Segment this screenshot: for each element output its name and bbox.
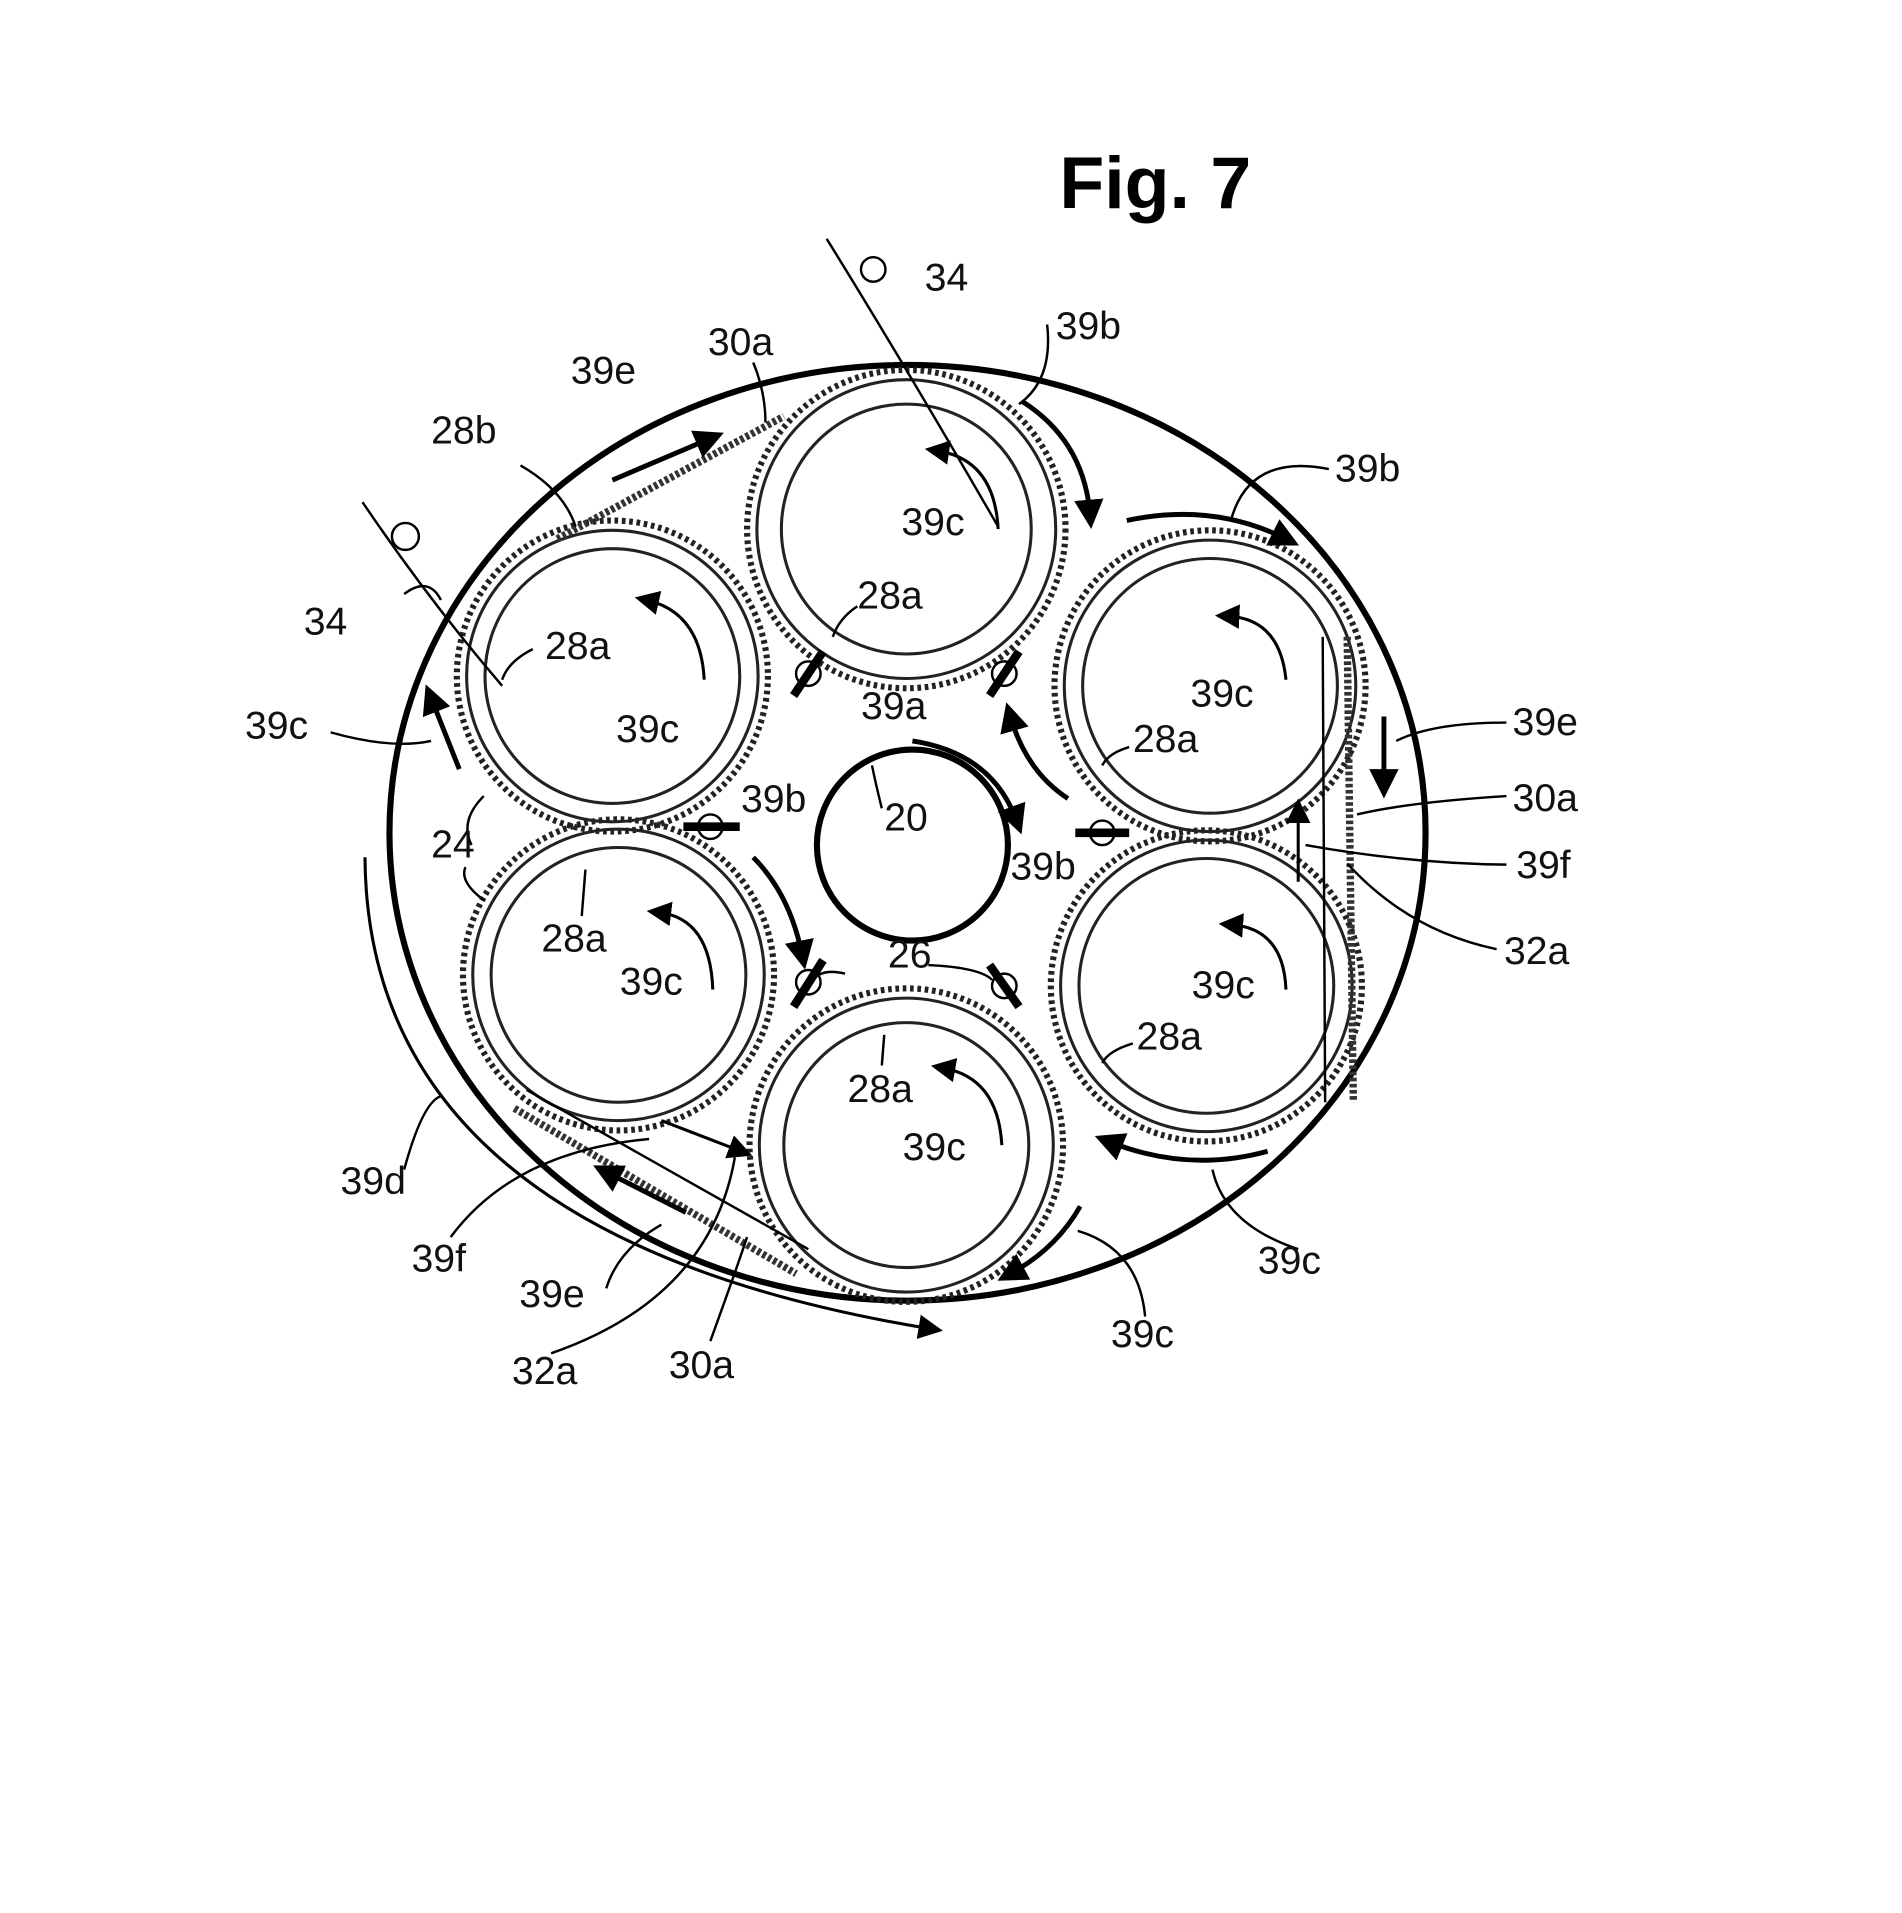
- wire-end-marker: [390, 521, 421, 552]
- arrow-39c: [634, 590, 706, 680]
- label-28a: 28a: [848, 1068, 914, 1111]
- label-28a: 28a: [1133, 718, 1199, 761]
- bearing-cross-icon: [790, 957, 827, 1010]
- roller-upper-left: [453, 517, 771, 835]
- label-39d: 39d: [340, 1160, 405, 1203]
- label-39c: 39c: [1258, 1240, 1321, 1283]
- label-28a: 28a: [541, 918, 607, 961]
- bearing-cross-icon: [683, 813, 740, 841]
- arrow-39f: [660, 1119, 753, 1159]
- arrow-39c: [997, 1205, 1083, 1281]
- label-34: 34: [925, 256, 969, 299]
- label-39e: 39e: [571, 349, 636, 392]
- arrow-39a: [912, 738, 1026, 835]
- label-28a: 28a: [545, 625, 611, 668]
- label-30a: 30a: [708, 321, 774, 364]
- figure-title: Fig. 7: [1059, 141, 1251, 224]
- label-39c: 39c: [1111, 1313, 1174, 1356]
- label-39e: 39e: [1513, 701, 1578, 744]
- arrow-39b: [1021, 399, 1104, 530]
- label-20: 20: [884, 796, 928, 839]
- arrow-39e: [593, 1165, 687, 1215]
- bearing-cross-icon: [986, 649, 1023, 699]
- roller-lower-left: [459, 816, 778, 1134]
- label-26: 26: [888, 934, 932, 977]
- belt-right: [1343, 636, 1357, 1103]
- arrow-39c: [646, 901, 715, 990]
- arrow-39c: [924, 440, 1000, 530]
- label-30a: 30a: [669, 1344, 735, 1387]
- label-24: 24: [431, 823, 475, 866]
- wire-end-marker: [859, 255, 887, 283]
- label-39f: 39f: [412, 1237, 467, 1280]
- arrow-39b: [1000, 702, 1070, 801]
- central-roller: [813, 746, 1012, 944]
- bearing-cross-icon: [790, 649, 827, 699]
- label-39c: 39c: [616, 708, 679, 751]
- label-28a: 28a: [857, 575, 923, 618]
- arrow-39b: [751, 855, 814, 970]
- arrow-39b: [1126, 511, 1300, 546]
- label-34: 34: [304, 600, 348, 643]
- bearing-cross-icon: [986, 962, 1023, 1010]
- arrow-39c: [1218, 913, 1288, 990]
- bearing-cross-icon: [1075, 819, 1130, 847]
- label-39c: 39c: [903, 1126, 966, 1169]
- label-39c: 39c: [1190, 673, 1253, 716]
- label-39c: 39c: [1192, 964, 1255, 1007]
- label-39c: 39c: [901, 501, 964, 544]
- label-28a: 28a: [1137, 1016, 1203, 1059]
- belt-bottom-left-inner: [526, 1088, 809, 1251]
- label-32a: 32a: [512, 1350, 578, 1393]
- label-39b: 39b: [1010, 845, 1075, 888]
- arrow-39c: [1094, 1133, 1269, 1163]
- label-28b: 28b: [431, 409, 496, 452]
- arrow-39d: [363, 857, 943, 1339]
- belt-right-inner: [1321, 636, 1327, 1103]
- belt-top-left: [555, 413, 786, 543]
- label-39c: 39c: [620, 960, 683, 1003]
- leader-lines: [330, 324, 1507, 1355]
- label-39b: 39b: [1056, 305, 1121, 348]
- arrow-39e: [611, 430, 724, 483]
- label-39a: 39a: [861, 685, 927, 728]
- arrow-39c: [930, 1058, 1004, 1146]
- label-39f: 39f: [1516, 844, 1571, 887]
- label-30a: 30a: [1513, 777, 1579, 820]
- label-32a: 32a: [1504, 930, 1570, 973]
- label-39e: 39e: [519, 1273, 584, 1316]
- arrow-39c: [422, 684, 462, 771]
- wire-34-top: [825, 238, 1000, 528]
- arrow-39c: [1214, 604, 1288, 680]
- wire-34-left: [361, 501, 504, 687]
- belt-bottom-left: [512, 1105, 798, 1277]
- label-39b: 39b: [1335, 447, 1400, 490]
- label-39c: 39c: [245, 705, 308, 748]
- label-39b: 39b: [741, 778, 806, 821]
